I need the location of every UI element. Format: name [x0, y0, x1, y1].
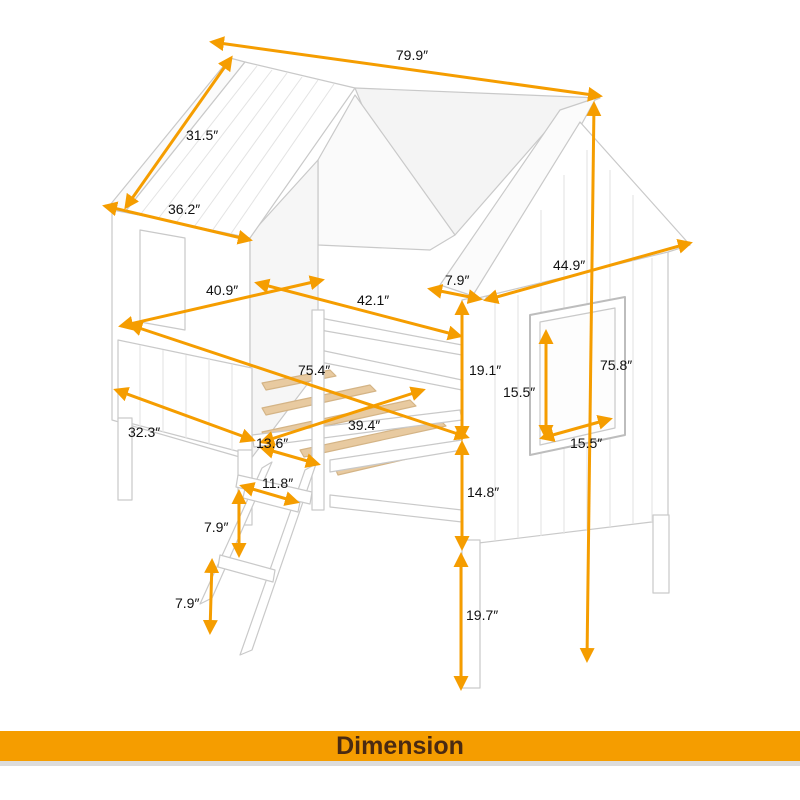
- bed-illustration: [109, 57, 691, 689]
- arrow-ladder-gap: [259, 444, 321, 468]
- label-rail-height: 19.1″: [469, 362, 501, 378]
- arrow-total-length: [209, 36, 603, 102]
- arrow-slat-span: [259, 386, 426, 446]
- label-mattress-length: 75.4″: [298, 362, 330, 378]
- label-window-height: 15.5″: [503, 384, 535, 400]
- label-lower-rail-height: 14.8″: [467, 484, 499, 500]
- label-roof-slope: 31.5″: [186, 127, 218, 143]
- label-end-width: 32.3″: [128, 424, 160, 440]
- label-slat-span: 39.4″: [348, 417, 380, 433]
- dimension-banner: [0, 731, 800, 761]
- label-leg-height: 19.7″: [466, 607, 498, 623]
- label-ladder-width: 11.8″: [262, 475, 293, 491]
- label-ladder-step-lower: 7.9″: [175, 595, 199, 611]
- right-house-window-inner: [539, 307, 616, 446]
- right-back-leg: [652, 514, 670, 594]
- dimension-banner-title: Dimension: [336, 732, 464, 760]
- dimension-arrows: [102, 36, 693, 691]
- arrow-window-width: [539, 415, 613, 442]
- label-right-roof-depth: 7.9″: [445, 272, 469, 288]
- arrow-ladder-width: [239, 482, 300, 506]
- label-ladder-step-upper: 7.9″: [204, 519, 228, 535]
- arrow-right-width: [483, 239, 693, 304]
- label-right-width: 44.9″: [553, 257, 585, 273]
- label-window-width: 15.5″: [570, 435, 602, 451]
- label-roof-width: 36.2″: [168, 201, 200, 217]
- label-rail-length: 42.1″: [357, 292, 389, 308]
- label-total-length: 79.9″: [396, 47, 428, 63]
- arrow-end-width: [113, 387, 256, 443]
- arrow-roof-width: [102, 201, 253, 245]
- label-total-height: 75.8″: [600, 357, 632, 373]
- arrow-ladder-step-lower: [202, 558, 220, 635]
- arrow-roof-slope: [124, 55, 233, 210]
- dimension-labels: 79.9″ 31.5″ 36.2″ 7.9″ 44.9″ 40.9″ 42.1″…: [128, 47, 632, 623]
- label-ladder-gap: 13.6″: [256, 435, 288, 451]
- dimension-banner-shadow: [0, 761, 800, 766]
- arrow-total-height: [579, 101, 602, 663]
- label-front-width: 40.9″: [206, 282, 238, 298]
